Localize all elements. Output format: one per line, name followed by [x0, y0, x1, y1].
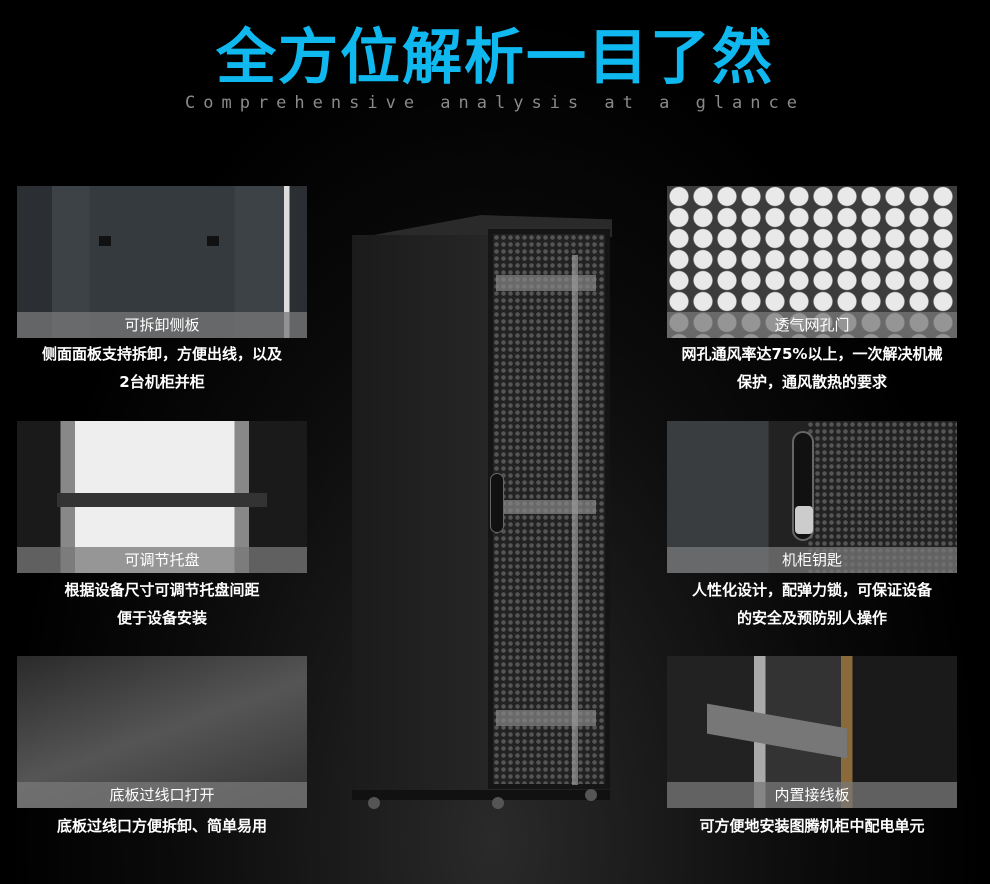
feature-desc: 底板过线口方便拆卸、简单易用 — [56, 817, 267, 835]
page-subtitle: Comprehensive analysis at a glance — [185, 93, 805, 113]
feature-label: 内置接线板 — [667, 782, 957, 808]
caster-icon — [585, 789, 597, 801]
mesh-door-image: 透气网孔门 — [667, 186, 957, 338]
key-lock-image: 机柜钥匙 — [667, 421, 957, 573]
feature-desc: 网孔通风率达75%以上，一次解决机械保护，通风散热的要求 — [681, 345, 943, 391]
bottom-plate-image: 底板过线口打开 — [17, 656, 307, 808]
feature-label: 机柜钥匙 — [667, 547, 957, 573]
tray-image: 可调节托盘 — [17, 421, 307, 573]
caster-icon — [368, 797, 380, 809]
feature-desc: 可方便地安装图腾机柜中配电单元 — [699, 817, 925, 835]
feature-desc: 根据设备尺寸可调节托盘间距便于设备安装 — [64, 581, 260, 627]
feature-label: 透气网孔门 — [667, 312, 957, 338]
feature-label: 可调节托盘 — [17, 547, 307, 573]
feature-label: 底板过线口打开 — [17, 782, 307, 808]
caster-icon — [492, 797, 504, 809]
side-panel-image: 可拆卸侧板 — [17, 186, 307, 338]
page-title: 全方位解析一目了然 — [216, 23, 774, 93]
feature-label: 可拆卸侧板 — [17, 312, 307, 338]
power-strip-image: 内置接线板 — [667, 656, 957, 808]
server-cabinet-image — [350, 215, 612, 810]
feature-desc: 人性化设计，配弹力锁，可保证设备的安全及预防别人操作 — [691, 581, 932, 627]
